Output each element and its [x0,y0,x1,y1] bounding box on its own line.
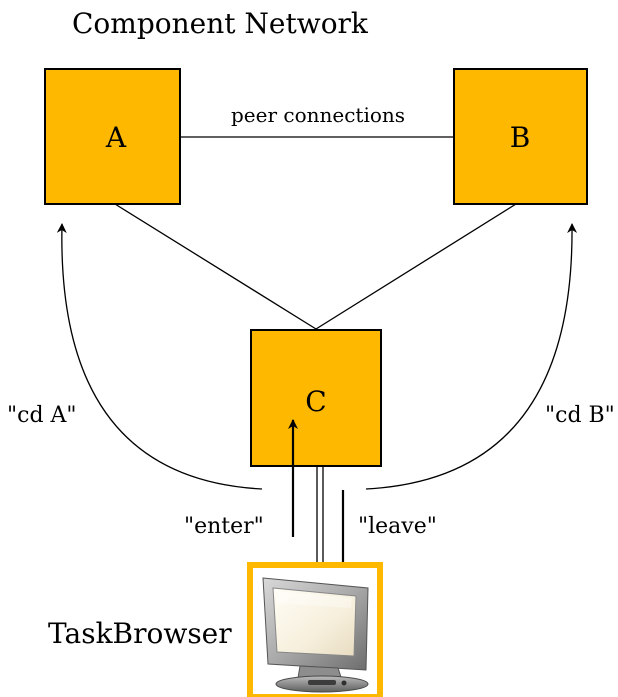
node-b-label: B [510,121,531,154]
peer-connections-label: peer connections [231,103,405,127]
enter-label: "enter" [184,514,264,539]
node-c-label: C [305,385,326,418]
cd-b-arrow [365,223,578,490]
leave-label: "leave" [358,514,437,539]
task-browser-node[interactable] [247,562,383,697]
task-browser-label: TaskBrowser [48,617,232,650]
node-c[interactable] [250,329,382,467]
cd-a-arrow [56,223,263,490]
computer-monitor-icon [262,577,369,693]
connection-line-a-c [114,203,317,330]
node-b[interactable] [453,68,588,205]
cd-b-label: "cd B" [545,403,615,428]
node-a[interactable] [44,68,181,205]
cd-a-label: "cd A" [7,403,77,428]
diagram-title: Component Network [72,7,369,40]
node-a-label: A [105,121,127,154]
connection-line-b-c [315,203,517,330]
